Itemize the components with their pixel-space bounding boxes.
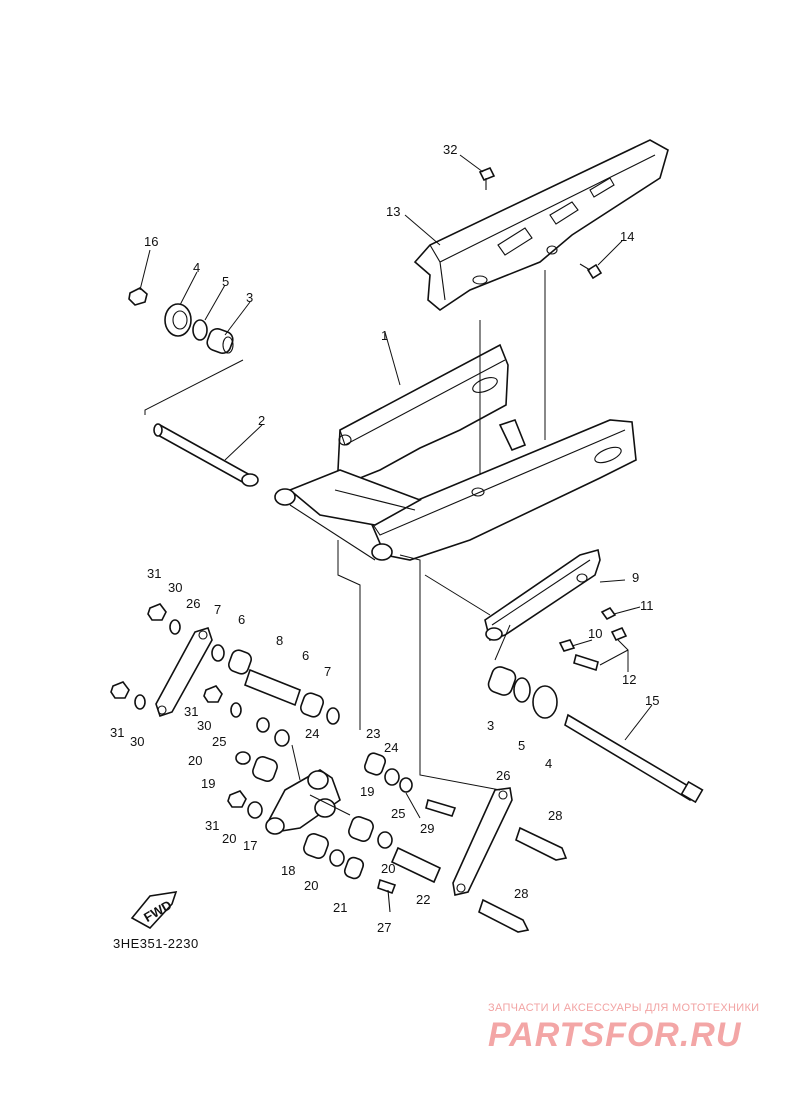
label-31b: 31 [110,725,124,740]
label-4a: 4 [193,260,200,275]
pivot-parts-right [487,666,704,804]
part-labels: 16 4 5 3 2 1 13 32 14 9 11 10 12 15 3 5 … [110,142,659,935]
label-4b: 4 [545,756,552,771]
label-30b: 30 [130,734,144,749]
chain-guard [413,139,669,311]
label-17: 17 [243,838,257,853]
label-7b: 7 [324,664,331,679]
label-24b: 24 [384,740,398,755]
leader-lines [139,154,653,819]
linkage-parts [110,603,568,933]
label-5b: 5 [518,738,525,753]
label-20c: 20 [381,861,395,876]
label-26a: 26 [186,596,200,611]
label-32: 32 [443,142,457,157]
watermark-tagline: ЗАПЧАСТИ И АКСЕССУАРЫ ДЛЯ МОТОТЕХНИКИ [488,1002,760,1014]
label-20b: 20 [222,831,236,846]
label-31c: 31 [184,704,198,719]
label-25b: 25 [391,806,405,821]
slider-screws [558,606,628,672]
swingarm [274,343,637,561]
label-13: 13 [386,204,400,219]
label-18: 18 [281,863,295,878]
label-3b: 3 [487,718,494,733]
label-31d: 31 [205,818,219,833]
label-20a: 20 [188,753,202,768]
label-3a: 3 [246,290,253,305]
label-21: 21 [333,900,347,915]
label-12: 12 [622,672,636,687]
label-10: 10 [588,626,602,641]
label-19b: 19 [360,784,374,799]
label-15: 15 [645,693,659,708]
label-7a: 7 [214,602,221,617]
label-31a: 31 [147,566,161,581]
pivot-shaft [153,423,259,487]
label-28b: 28 [514,886,528,901]
label-1: 1 [381,328,388,343]
label-30a: 30 [168,580,182,595]
label-29: 29 [420,821,434,836]
pivot-parts-left [128,287,234,354]
fwd-arrow-icon: FWD [130,891,178,930]
label-2: 2 [258,413,265,428]
label-30c: 30 [197,718,211,733]
label-20d: 20 [304,878,318,893]
label-26b: 26 [496,768,510,783]
watermark-logo: PARTSFOR.RU [488,1016,742,1054]
label-25a: 25 [212,734,226,749]
label-27: 27 [377,920,391,935]
chain-slider [484,548,601,642]
label-11: 11 [640,598,654,613]
label-28a: 28 [548,808,562,823]
label-6a: 6 [238,612,245,627]
label-23: 23 [366,726,380,741]
label-6b: 6 [302,648,309,663]
label-5a: 5 [222,274,229,289]
bolt-14 [579,263,603,280]
label-19a: 19 [201,776,215,791]
bolt-32 [478,166,496,190]
label-22: 22 [416,892,430,907]
label-8: 8 [276,633,283,648]
diagram-code: 3HE351-2230 [113,936,199,951]
label-16: 16 [144,234,158,249]
label-14: 14 [620,229,634,244]
label-24a: 24 [305,726,319,741]
label-9: 9 [632,570,639,585]
